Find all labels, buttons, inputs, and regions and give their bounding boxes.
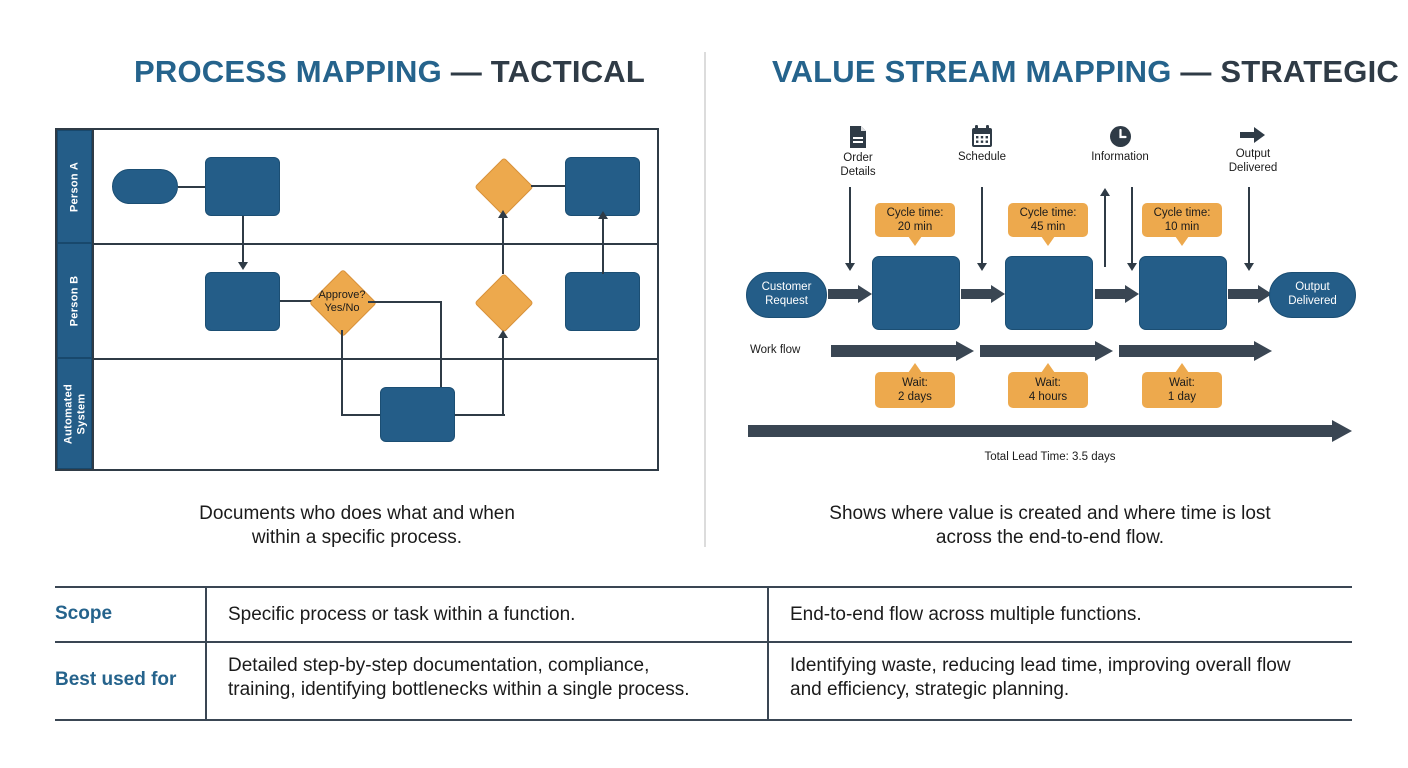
callout-cycle-time-2: Cycle time: 45 min [1008,203,1088,246]
material-arrow-2 [961,285,1005,303]
total-lead-time-arrow [748,420,1352,442]
connector-task-a1-to-task-b1 [242,216,244,262]
information-label: Information [1091,151,1149,163]
table-border-bottom [55,719,1352,721]
table-column-divider-1 [205,586,207,719]
decision-node-review[interactable] [474,273,534,333]
callout-cycle-time-3: Cycle time: 10 min [1142,203,1222,246]
decision-node-final-check[interactable] [474,157,534,217]
info-line-order-details [849,187,851,265]
schedule-label: Schedule [958,151,1006,163]
order-details-label: Order Details [840,152,876,178]
connector-approve-no-horizontal [341,414,381,416]
callout-wait-3: Wait: 1 day [1142,363,1222,408]
process-start-node[interactable] [112,169,178,204]
task-node-automated-system[interactable] [380,387,455,442]
arrowhead-system-to-decision-review [498,330,508,338]
lane-column-separator [92,130,94,469]
left-panel-caption: Documents who does what and when within … [199,503,515,549]
output-delivered-top-label: Output Delivered [1228,148,1278,174]
vsm-process-box-2[interactable] [1005,256,1093,330]
lane-divider-2 [92,358,657,360]
task-node-a1[interactable] [205,157,280,216]
connector-approve-no-vertical [341,330,343,415]
info-arrowhead-information-down [1127,263,1137,271]
right-title-secondary: — STRATEGIC [1180,54,1400,89]
callout-wait-1: Wait: 2 days [875,363,955,408]
task-node-b1[interactable] [205,272,280,331]
table-row-divider [55,641,1352,643]
left-panel-title: PROCESS MAPPING — TACTICAL [134,54,645,90]
info-arrowhead-output-delivered [1244,263,1254,271]
table-border-top [55,586,1352,588]
info-line-output-delivered [1248,187,1250,265]
info-line-information-down [1131,187,1133,265]
callout-wait-2: Wait: 4 hours [1008,363,1088,408]
table-cell-scope-left: Specific process or task within a functi… [228,604,576,625]
material-arrow-3 [1095,285,1139,303]
vsm-process-box-1[interactable] [872,256,960,330]
info-arrowhead-information-up [1100,188,1110,196]
left-title-primary: PROCESS MAPPING [134,54,442,89]
decision-node-approve[interactable]: Approve? Yes/No [309,269,377,337]
decision-approve-label: Approve? Yes/No [318,289,366,314]
connector-decision-to-task-a2 [531,185,589,187]
connector-decision-review-to-decision-final [502,216,504,274]
information-source-order-details: Order Details [818,125,898,180]
value-stream-diagram: Order Details [740,120,1360,480]
connector-approve-yes-vertical [440,301,442,389]
information-source-output-delivered: Output Delivered [1208,125,1298,176]
table-cell-best-used-for-left: Detailed step-by-step documentation, com… [228,655,690,700]
table-column-divider-2 [767,586,769,719]
table-row-label-scope: Scope [55,603,113,624]
workflow-arrow-2 [980,341,1113,361]
connector-system-to-decision-review-vertical [502,338,504,416]
connector-system-to-decision-review-horizontal [455,414,505,416]
vsm-process-box-3[interactable] [1139,256,1227,330]
info-line-information-up [1104,195,1106,267]
calendar-icon [942,125,1022,148]
info-arrowhead-order-details [845,263,855,271]
connector-task-b1-to-decision-approve [280,300,338,302]
information-source-schedule: Schedule [942,125,1022,165]
information-source-information: Information [1075,125,1165,165]
lane-label-person-b: Person B [57,243,92,358]
task-node-a2[interactable] [565,157,640,216]
vsm-end-node[interactable]: Output Delivered [1269,272,1356,318]
comparison-table: Scope Specific process or task within a … [55,586,1352,721]
workflow-arrow-1 [831,341,974,361]
table-cell-scope-right: End-to-end flow across multiple function… [790,604,1142,625]
lane-label-automated-system: Automated System [57,358,92,469]
arrow-right-icon [1208,125,1298,145]
callout-cycle-time-1: Cycle time: 20 min [875,203,955,246]
material-arrow-1 [828,285,872,303]
workflow-arrow-3 [1119,341,1272,361]
total-lead-time-label: Total Lead Time: 3.5 days [984,451,1116,463]
lane-label-person-a: Person A [57,130,92,243]
document-icon [818,125,898,149]
task-node-b2[interactable] [565,272,640,331]
workflow-label: Work flow [750,344,801,356]
arrowhead-task-a1-to-task-b1 [238,262,248,270]
lane-divider-1 [92,243,657,245]
right-panel-caption: Shows where value is created and where t… [829,503,1271,549]
info-arrowhead-schedule [977,263,987,271]
table-cell-best-used-for-right: Identifying waste, reducing lead time, i… [790,655,1291,700]
table-row-label-best-used-for: Best used for [55,669,177,690]
vsm-start-node[interactable]: Customer Request [746,272,827,318]
arrowhead-task-b2-to-task-a2 [598,211,608,219]
swimlane-diagram: Person A Person B Automated System [55,128,659,471]
material-arrow-4 [1228,285,1272,303]
info-line-schedule [981,187,983,265]
right-title-primary: VALUE STREAM MAPPING [772,54,1172,89]
clock-icon [1075,125,1165,148]
left-title-secondary: — TACTICAL [450,54,646,89]
connector-task-b2-to-task-a2 [602,218,604,274]
connector-approve-yes-horizontal [368,301,442,303]
arrowhead-decision-review-to-decision-final [498,210,508,218]
right-panel-title: VALUE STREAM MAPPING — STRATEGIC [772,54,1399,90]
panel-divider [704,52,706,547]
